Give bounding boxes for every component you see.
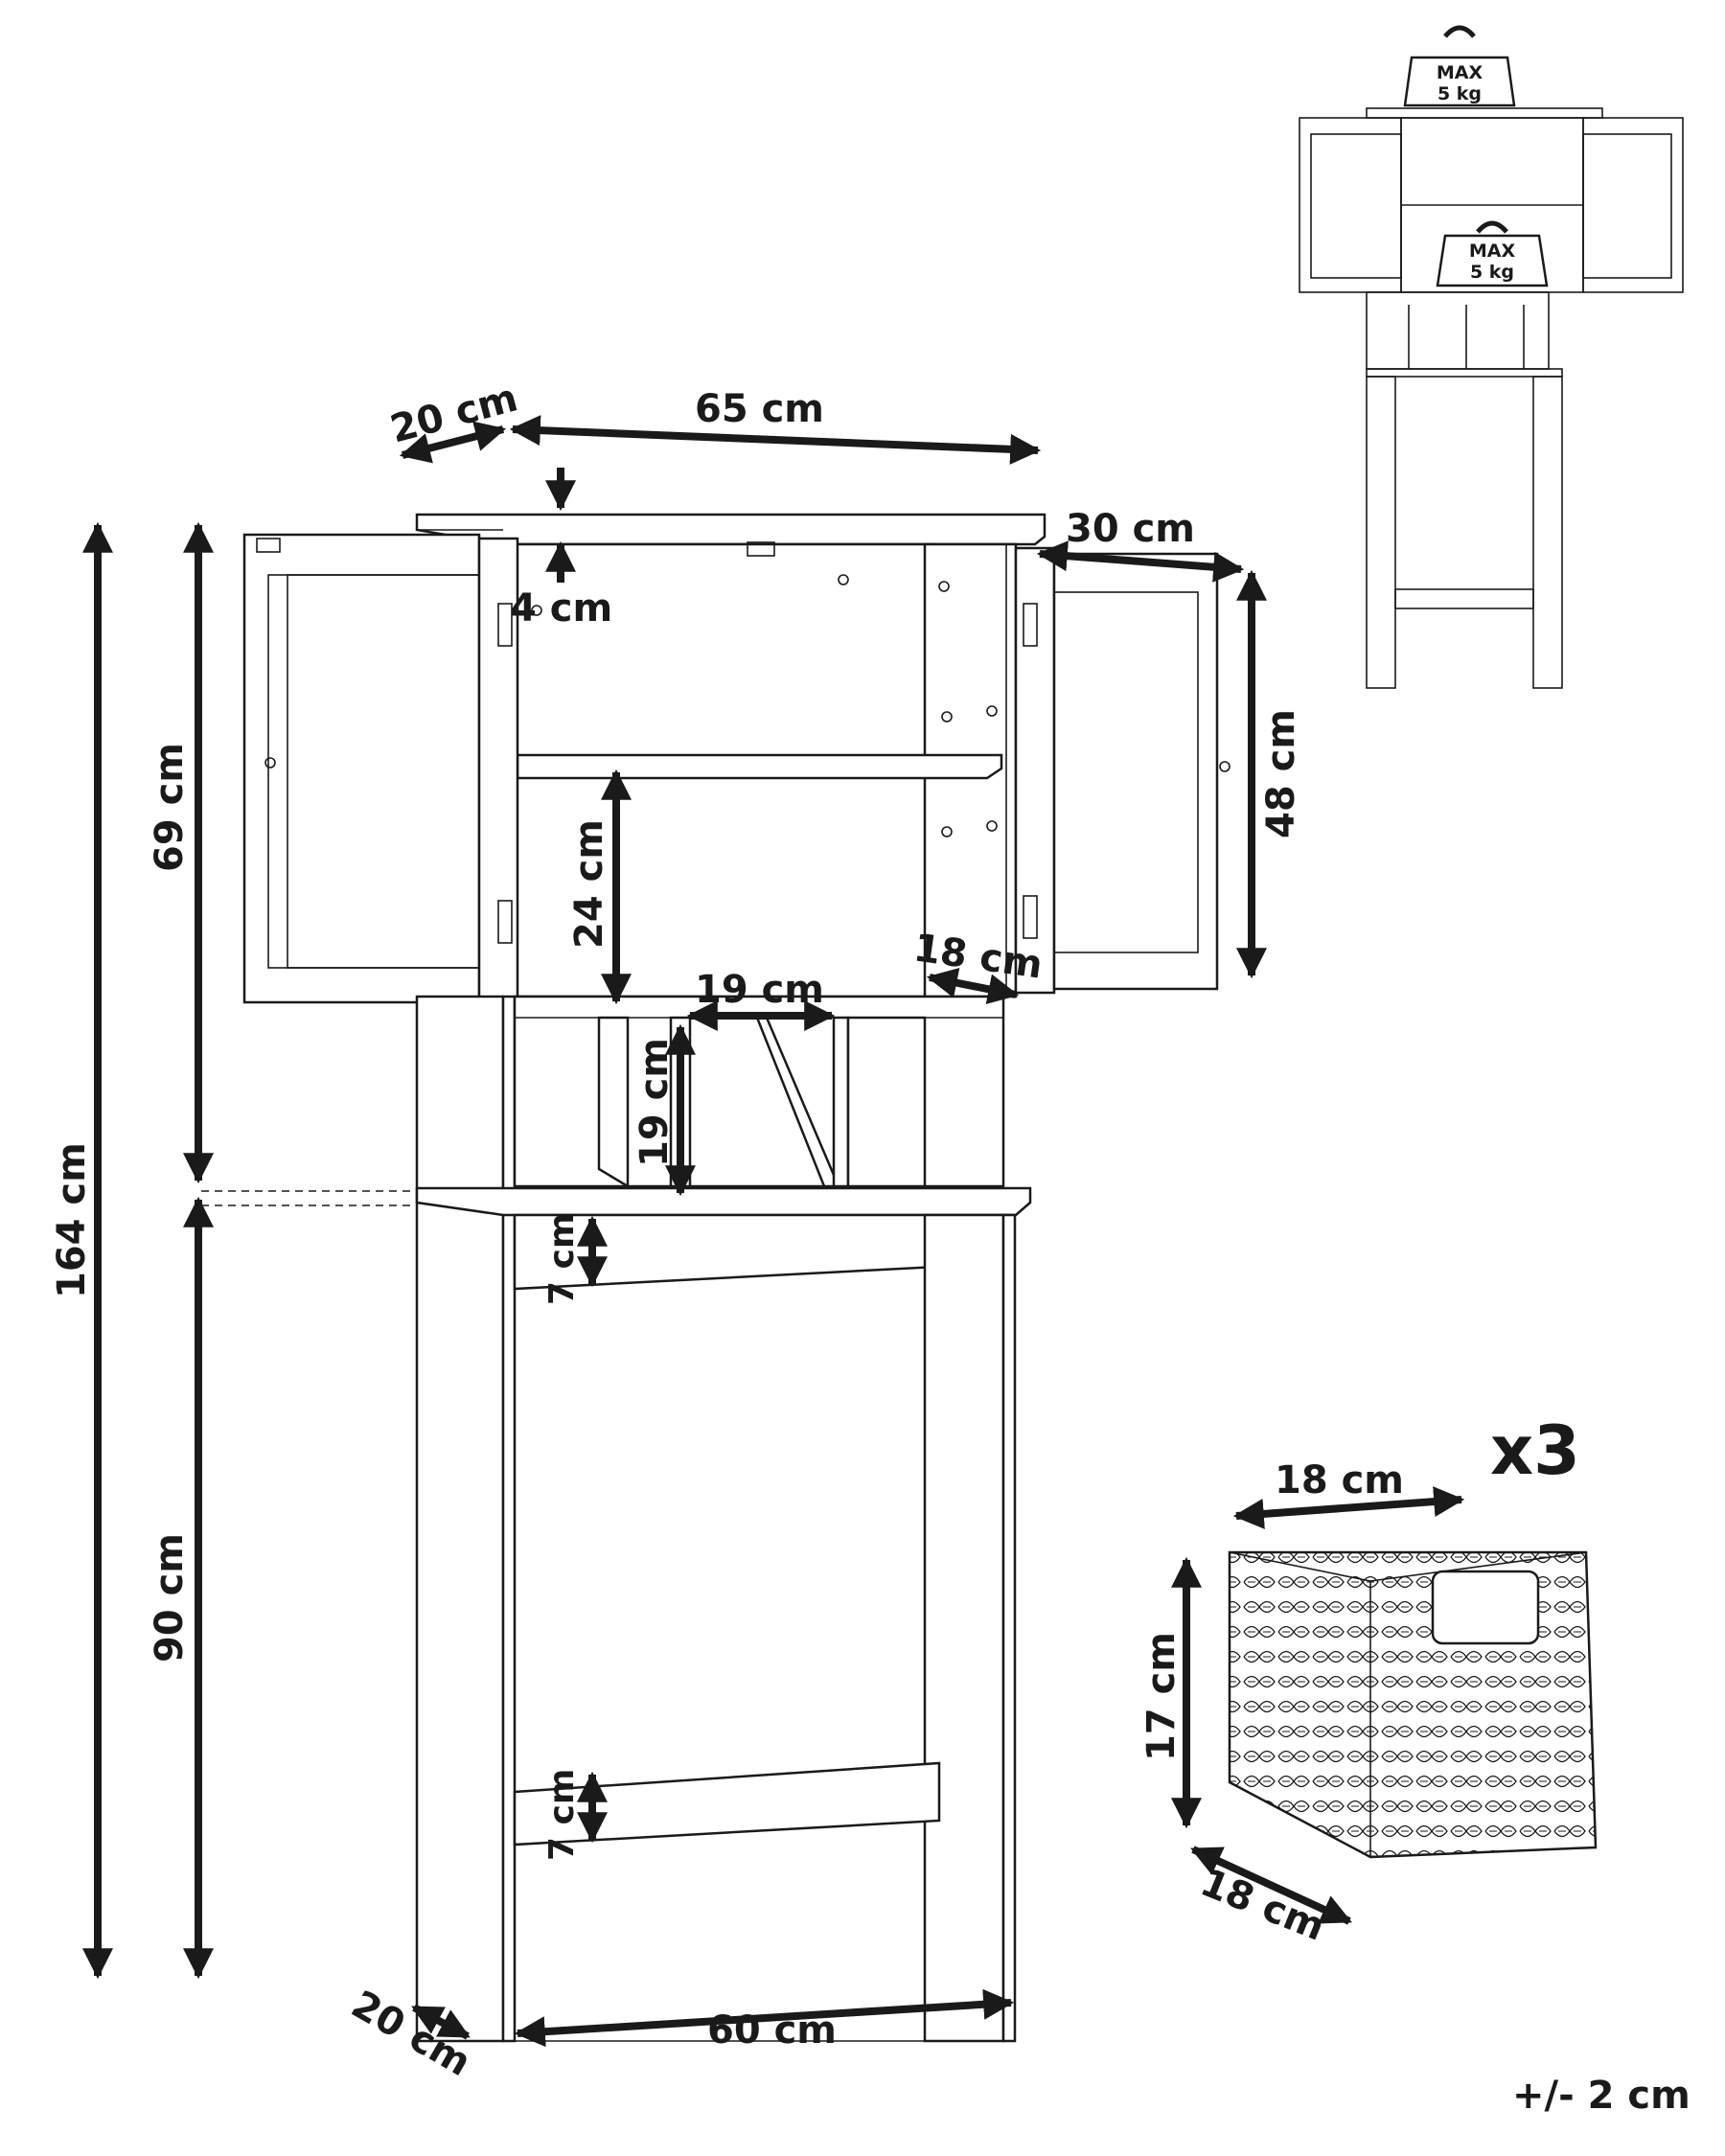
label-rail-lower: 7 cm [542,1769,582,1861]
tolerance-note: +/- 2 cm [1512,2074,1690,2118]
weight-top-line2: 5 kg [1438,83,1482,104]
hinge-right-bottom [1023,895,1038,939]
basket-drawing [1228,1550,1598,1859]
label-door-width: 30 cm [1066,507,1195,551]
basket-arrows [1171,1486,1465,1925]
label-lower-height: 90 cm [148,1533,192,1663]
basket-height-label: 17 cm [1139,1632,1184,1761]
weight-icon-shelf: MAX 5 kg [1436,220,1549,287]
left-door [242,533,481,1004]
hinge-right-top [1023,603,1038,647]
label-width-top: 65 cm [695,387,824,431]
hinge-left-bottom [497,900,513,944]
dimension-arrows [82,415,1267,2048]
label-cube-height: 19 cm [632,1038,677,1167]
door-latch [747,541,775,557]
inner-shelf [516,753,1003,780]
thumbnail-drawing [1299,107,1684,689]
label-total-height: 164 cm [50,1142,94,1298]
label-cube-width: 19 cm [695,968,824,1012]
right-door-frame [1053,591,1199,953]
basket-depth-label: 18 cm [1194,1861,1330,1950]
label-rail-upper: 7 cm [542,1213,582,1305]
right-leg [923,1213,1005,2043]
left-leg-inner [501,995,517,2043]
right-door-edge [1014,546,1056,995]
label-width-bottom: 60 cm [707,2008,837,2053]
weight-top-line1: MAX [1437,62,1484,83]
basket-handle [1431,1570,1540,1645]
label-upper-height: 69 cm [148,743,192,872]
basket-quantity: x3 [1490,1411,1580,1490]
lower-rail [513,1761,941,1846]
hinge-left-top [497,603,513,647]
basket-width-label: 18 cm [1275,1458,1404,1502]
label-door-height: 48 cm [1259,709,1303,838]
weight-shelf-line1: MAX [1469,241,1516,262]
label-top-thickness: 4 cm [510,586,612,631]
right-leg-edge [1001,1213,1017,2043]
right-door [1052,552,1219,991]
cabinet-drawing [242,513,1230,2043]
middle-board [415,1186,1032,1217]
weight-icon-top: MAX 5 kg [1403,25,1516,107]
label-shelf-gap: 24 cm [567,819,611,949]
left-leg-outer [415,995,505,2043]
shelf-pin-holes [531,574,998,837]
weight-shelf-line2: 5 kg [1470,262,1514,283]
